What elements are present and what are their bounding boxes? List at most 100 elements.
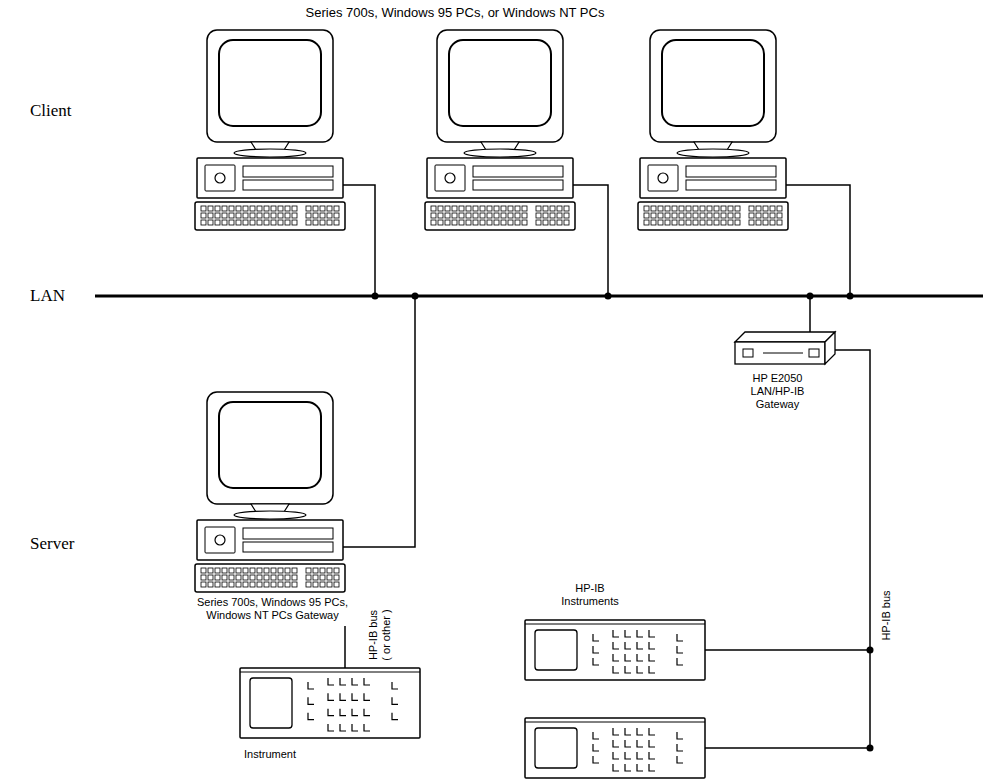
client-computer: [438, 220, 443, 225]
client-computer: [658, 173, 668, 183]
client-computer: [327, 220, 332, 225]
server-computer: [208, 568, 213, 573]
server-computer: [219, 402, 321, 488]
client-computer: [271, 220, 276, 225]
client-computer: [640, 158, 786, 198]
junction-dot: [847, 293, 854, 300]
client-computer: [236, 220, 241, 225]
client-computer: [707, 213, 712, 218]
client-computer: [243, 206, 248, 211]
client-computer: [557, 213, 562, 218]
server-computer: [264, 568, 269, 573]
client-computer: [735, 220, 740, 225]
server-computer: [306, 582, 311, 587]
client-computer: [672, 206, 677, 211]
client-computer: [285, 213, 290, 218]
server-computer: [313, 568, 318, 573]
client-computer: [735, 213, 740, 218]
client-computer: [306, 206, 311, 211]
instrument-illustration: [637, 740, 643, 747]
client-computer: [334, 213, 339, 218]
instrument-illustration: [328, 678, 334, 685]
server-computer: [250, 568, 255, 573]
server-computer: [236, 575, 241, 580]
client-computer: [543, 213, 548, 218]
instrument-illustration: [240, 672, 420, 673]
instrument-illustration: [649, 740, 655, 747]
client-computer: [763, 220, 768, 225]
server-computer: [334, 568, 339, 573]
client-computer: [494, 213, 499, 218]
instrument-illustration: [328, 693, 334, 700]
client-computer: [452, 220, 457, 225]
client-computer: [564, 206, 569, 211]
client-computer: [264, 213, 269, 218]
client-computer: [250, 213, 255, 218]
instrument-illustration: [593, 744, 599, 751]
server-computer: [208, 582, 213, 587]
instrument-illustration: [308, 697, 314, 704]
server-computer: [215, 568, 220, 573]
client-computer: [756, 220, 761, 225]
junction-dot: [372, 293, 379, 300]
instrument-illustration: [352, 693, 358, 700]
client-computer: [473, 220, 478, 225]
instrument-illustration: [649, 642, 655, 649]
instrument-illustration: [240, 668, 420, 738]
node-label: HP-IB Instruments: [550, 582, 630, 608]
bus-label: LAN: [30, 286, 65, 306]
instrument-illustration: [649, 752, 655, 759]
client-computer: [638, 202, 788, 230]
node-label: Series 700s, Windows 95 PCs, Windows NT …: [195, 596, 351, 622]
client-computer: [650, 30, 776, 142]
client-computer: [236, 206, 241, 211]
client-computer: [208, 206, 213, 211]
client-computer: [437, 30, 563, 142]
client-computer: [686, 166, 776, 177]
instrument-illustration: [392, 682, 398, 689]
client-computer: [292, 220, 297, 225]
client-computer: [306, 213, 311, 218]
instrument-illustration: [340, 709, 346, 716]
client-computer: [466, 206, 471, 211]
client-computer: [679, 220, 684, 225]
instrument-illustration: [637, 752, 643, 759]
client-computer: [334, 206, 339, 211]
instrument-illustration: [625, 764, 631, 771]
client-computer: [459, 206, 464, 211]
instrument-illustration: [625, 666, 631, 673]
client-computer: [770, 220, 775, 225]
client-computer: [219, 40, 321, 126]
client-computer: [515, 213, 520, 218]
client-computer: [195, 30, 345, 230]
client-computer: [438, 206, 443, 211]
gateway-node: HP E2050 LAN/HP-IB Gateway: [720, 328, 835, 413]
node-label: HP E2050 LAN/HP-IB Gateway: [748, 372, 808, 411]
client-computer: [250, 220, 255, 225]
row-label: Client: [30, 101, 72, 121]
client-computer: [466, 213, 471, 218]
client-computer: [234, 149, 306, 157]
client-computer: [515, 206, 520, 211]
server-computer: [271, 582, 276, 587]
row-label: Server: [30, 534, 74, 554]
client-computer: [515, 220, 520, 225]
hpib-bus-line: [344, 626, 346, 668]
client-computer: [215, 206, 220, 211]
instrument-illustration: [593, 732, 599, 739]
instrument-illustration: [340, 678, 346, 685]
client-computer: [735, 206, 740, 211]
server-computer: [195, 564, 345, 592]
client-computer: [473, 213, 478, 218]
instrument-illustration: [392, 697, 398, 704]
client-computer: [700, 206, 705, 211]
instrument-illustration: [613, 642, 619, 649]
server-computer: [292, 582, 297, 587]
client-computer: [208, 220, 213, 225]
client-computer: [473, 166, 563, 177]
client-computer: [452, 206, 457, 211]
client-computer: [536, 206, 541, 211]
instrument-illustration: [328, 724, 334, 731]
client-computer: [459, 213, 464, 218]
